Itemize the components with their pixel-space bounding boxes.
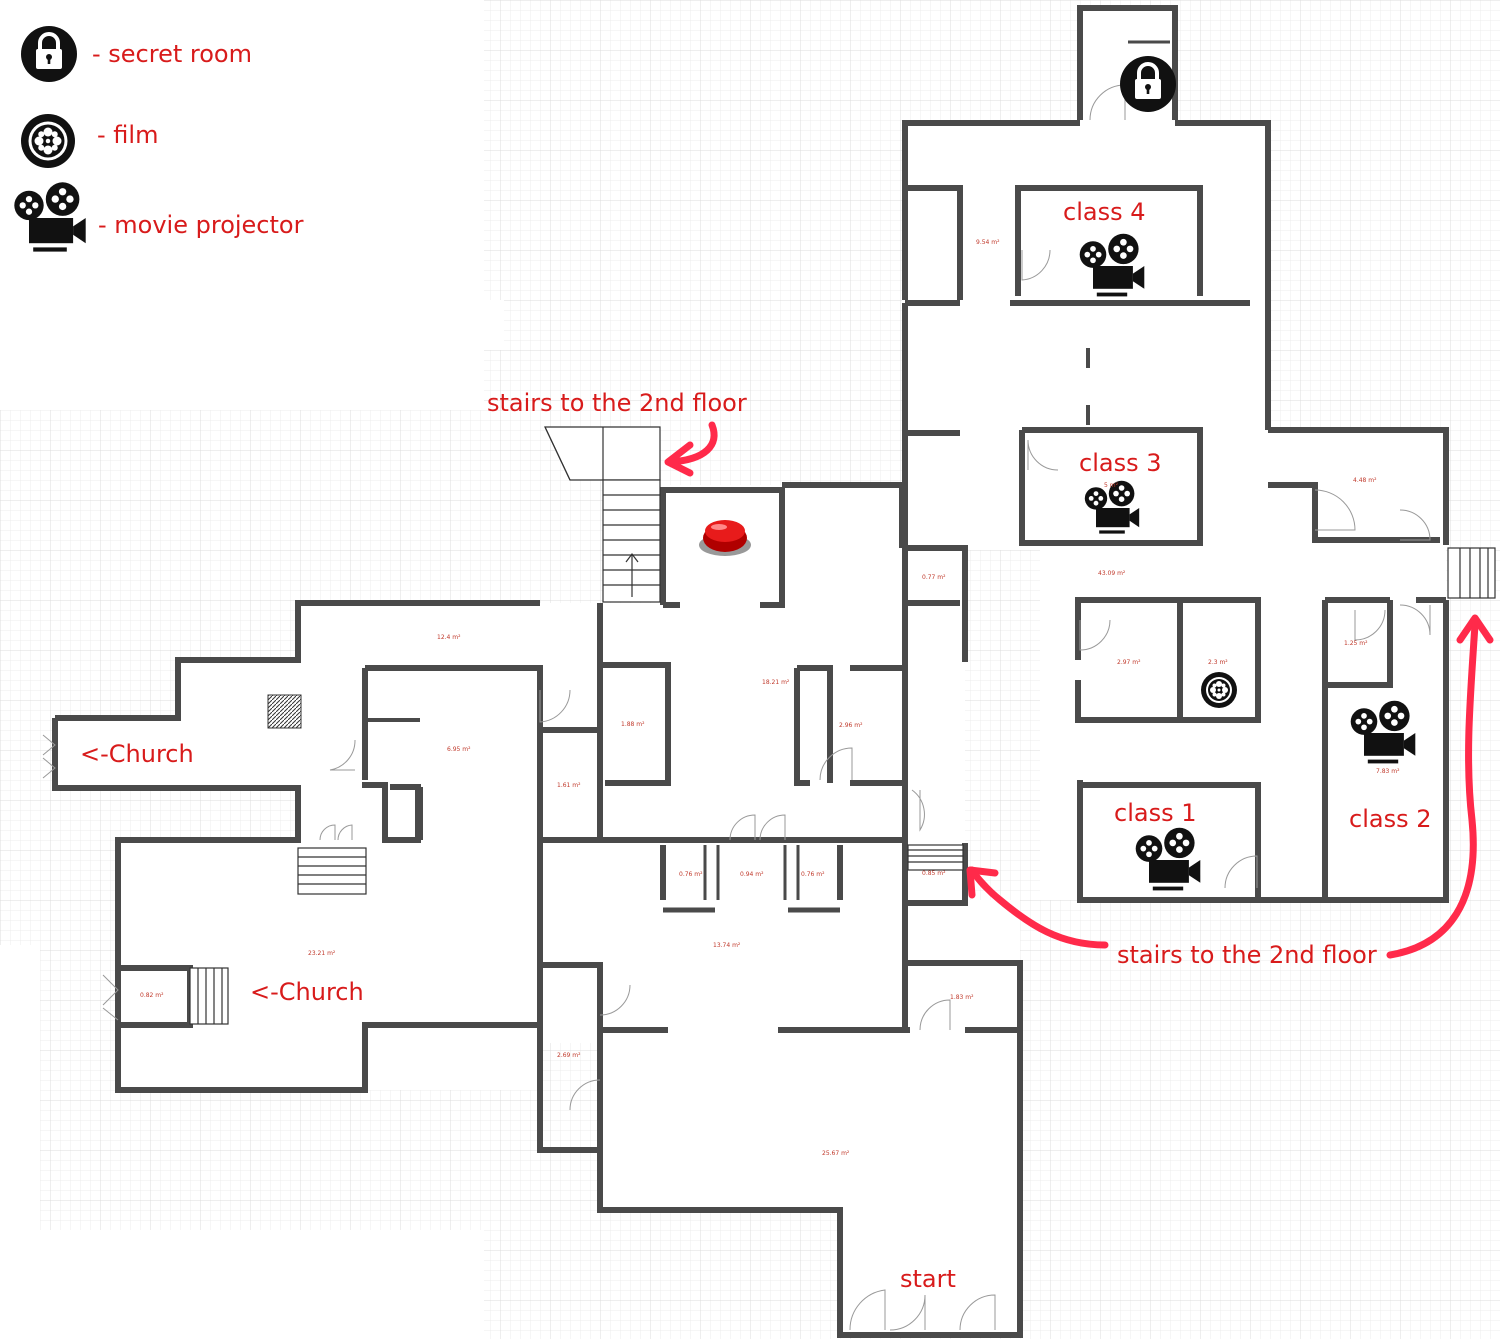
area-label: 0.94 m²: [740, 871, 764, 878]
area-label: 0.82 m²: [140, 992, 164, 999]
label-church-lower: <-Church: [250, 978, 364, 1006]
area-label: 43.09 m²: [1098, 570, 1126, 577]
film-reel-icon: [21, 114, 75, 168]
area-label: 18.21 m²: [762, 679, 790, 686]
area-label: 23.21 m²: [308, 950, 336, 957]
area-label: 1.83 m²: [950, 994, 974, 1001]
area-label: 9.54 m²: [976, 239, 1000, 246]
area-label: 7.83 m²: [1376, 768, 1400, 775]
label-stairs-right: stairs to the 2nd floor: [1117, 941, 1377, 969]
room-areas: 9.54 m² 5 m² 4.48 m² 43.09 m² 0.77 m² 2.…: [140, 239, 1400, 1157]
label-start: start: [900, 1265, 956, 1293]
doors: [42, 84, 1431, 1331]
legend-movie-projector: - movie projector: [98, 211, 304, 239]
area-label: 25.67 m²: [822, 1150, 850, 1157]
area-label: 12.4 m²: [437, 634, 461, 641]
label-class-1: class 1: [1114, 799, 1196, 827]
area-label: 2.97 m²: [1117, 659, 1141, 666]
area-label: 0.76 m²: [679, 871, 703, 878]
label-stairs-top: stairs to the 2nd floor: [487, 389, 747, 417]
padlock-icon: [1118, 54, 1178, 114]
labels: - secret room - film - movie projector c…: [80, 40, 1431, 1293]
area-label: 13.74 m²: [713, 942, 741, 949]
film-reel-icon: [1201, 672, 1237, 708]
padlock-icon: [19, 24, 79, 84]
label-church-upper: <-Church: [80, 740, 194, 768]
area-label: 5 m²: [1104, 482, 1119, 489]
area-label: 2.3 m²: [1208, 659, 1228, 666]
label-class-3: class 3: [1079, 449, 1161, 477]
arrows: [664, 421, 1494, 959]
label-class-4: class 4: [1063, 198, 1145, 226]
area-label: 1.88 m²: [621, 721, 645, 728]
area-label: 4.48 m²: [1353, 477, 1377, 484]
red-button-icon: [699, 520, 751, 556]
floor-fill: [55, 5, 1446, 1335]
legend-secret-room: - secret room: [92, 40, 252, 68]
area-label: 2.96 m²: [839, 722, 863, 729]
area-label: 1.25 m²: [1344, 640, 1368, 647]
stairs: [189, 426, 1496, 1025]
column-hatched: [267, 694, 302, 729]
legend-film: - film: [97, 121, 158, 149]
area-label: 0.77 m²: [922, 574, 946, 581]
walls: [52, 5, 1449, 1338]
area-label: 0.85 m²: [922, 870, 946, 877]
area-label: 1.61 m²: [557, 782, 581, 789]
area-label: 2.69 m²: [557, 1052, 581, 1059]
label-class-2: class 2: [1349, 805, 1431, 833]
area-label: 0.76 m²: [801, 871, 825, 878]
area-label: 6.95 m²: [447, 746, 471, 753]
